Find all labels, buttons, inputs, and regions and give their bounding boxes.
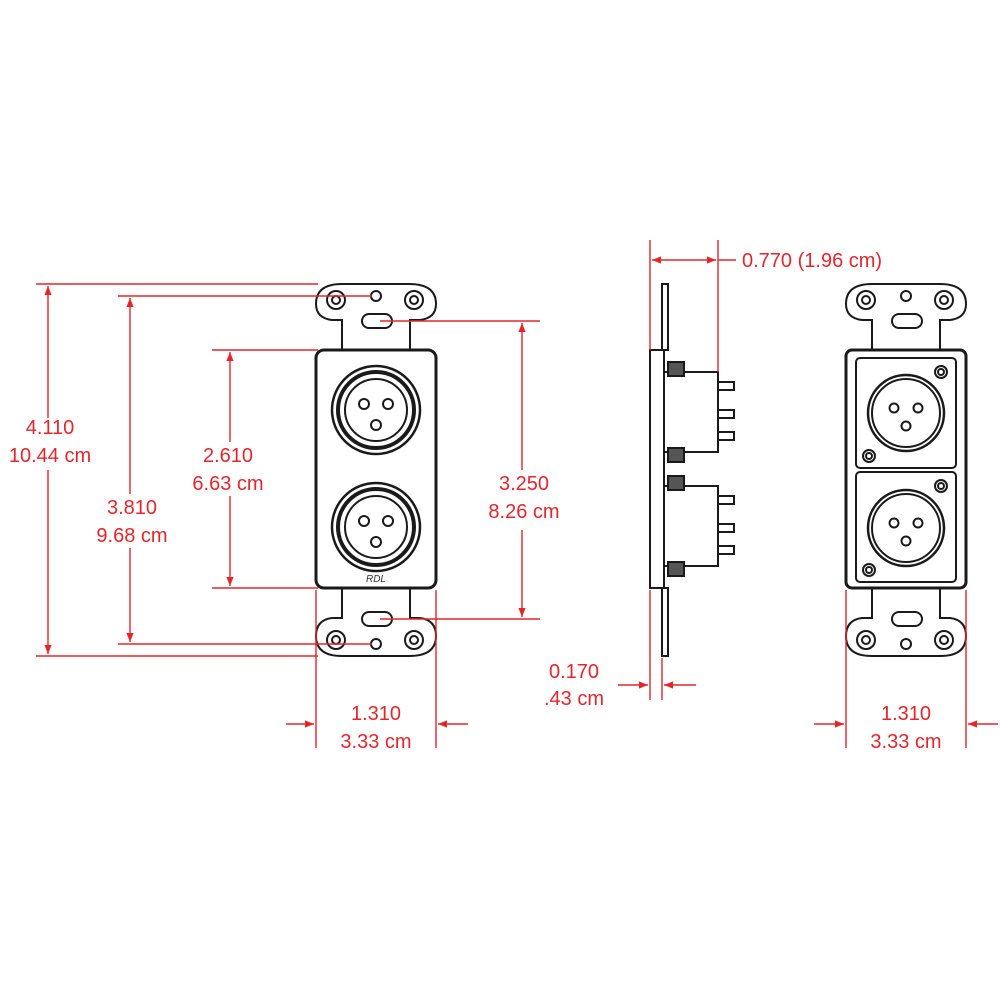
front-view (314, 283, 438, 657)
depth-label: 0.770 (1.96 cm) (742, 250, 882, 272)
overall-height-cm: 10.44 cm (9, 445, 91, 467)
mount-spacing-cm: 9.68 cm (96, 525, 167, 547)
body-height-cm: 6.63 cm (192, 473, 263, 495)
side-connector-upper (663, 371, 719, 453)
mount-spacing-inch: 3.810 (107, 497, 157, 519)
overall-height-inch: 4.110 (26, 417, 75, 439)
rear-width-inch: 1.310 (881, 703, 931, 725)
plate-thickness-inch: 0.170 (549, 661, 599, 683)
slot-spacing-cm: 8.26 cm (488, 501, 559, 523)
top-mount-hole (370, 290, 382, 302)
front-width-cm: 3.33 cm (340, 731, 411, 753)
slot-spacing-inch: 3.250 (499, 473, 549, 495)
side-connector-lower (663, 485, 719, 567)
front-width-inch: 1.310 (351, 703, 401, 725)
rear-width-cm: 3.33 cm (870, 731, 941, 753)
rear-view (844, 283, 968, 657)
bottom-mount-hole (370, 638, 382, 650)
xlr-connector-lower (330, 481, 422, 573)
rear-xlr-upper (862, 365, 948, 463)
front-logo: RDL (366, 574, 386, 585)
dimension-lines (36, 240, 998, 748)
plate-thickness-cm: .43 cm (544, 688, 604, 710)
side-view (649, 283, 735, 657)
body-height-inch: 2.610 (203, 445, 253, 467)
xlr-connector-upper (330, 364, 422, 456)
side-flange (649, 349, 665, 589)
rear-xlr-lower (862, 479, 948, 577)
